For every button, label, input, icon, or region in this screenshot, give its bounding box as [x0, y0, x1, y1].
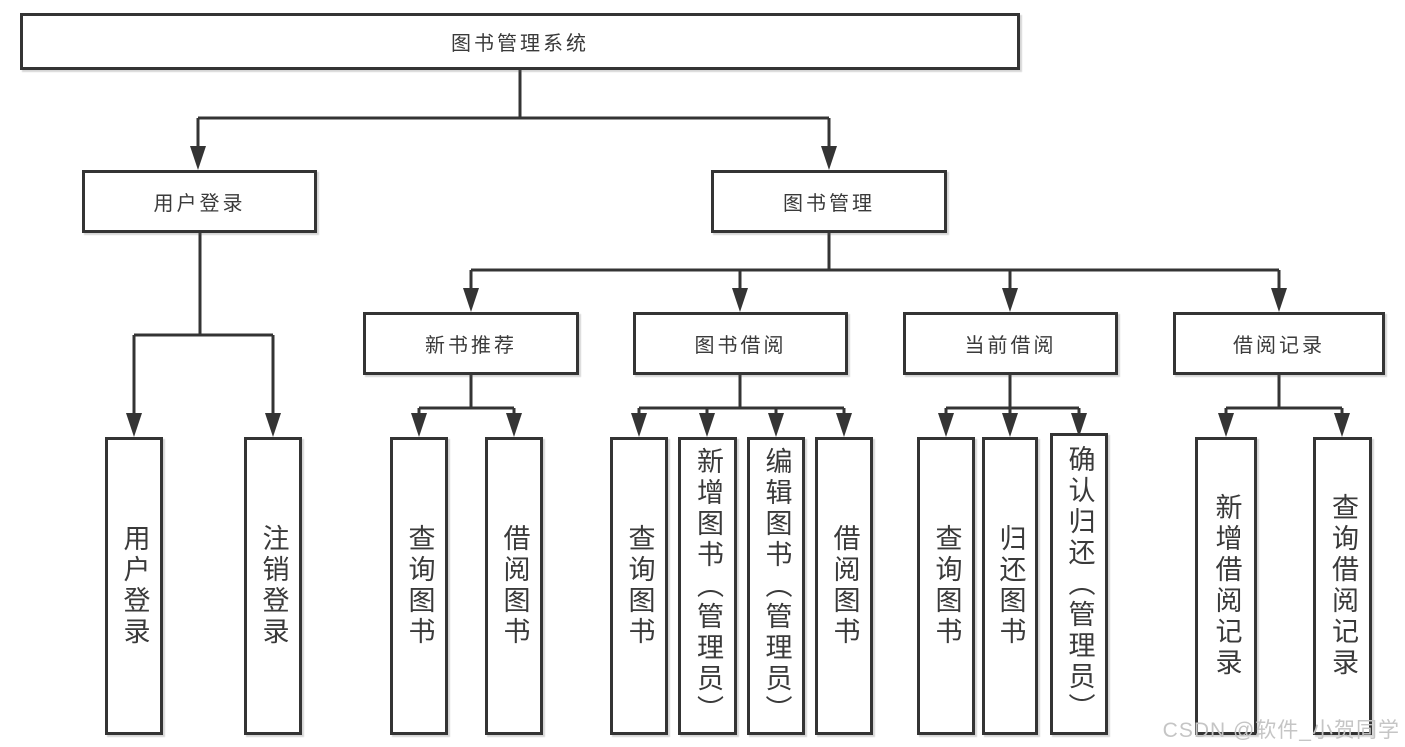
- node-borrow-records: 借阅记录: [1173, 312, 1385, 375]
- node-label: 图书管理: [783, 193, 875, 215]
- arrow-down-icon: [1334, 413, 1350, 437]
- node-label: 借阅图书: [499, 524, 530, 648]
- arrow-down-icon: [768, 413, 784, 437]
- node-label: 注销登录: [258, 524, 289, 648]
- leaf-query-books-current: 查询图书: [917, 437, 975, 735]
- arrow-down-icon: [631, 413, 647, 437]
- arrow-down-icon: [1071, 413, 1087, 437]
- node-label: 借阅图书: [829, 524, 860, 648]
- leaf-query-books-recommend: 查询图书: [390, 437, 448, 735]
- arrow-down-icon: [699, 413, 715, 437]
- node-label: 归还图书: [995, 524, 1026, 648]
- arrow-down-icon: [732, 288, 748, 312]
- arrow-down-icon: [836, 413, 852, 437]
- arrow-down-icon: [463, 288, 479, 312]
- node-label: 编辑图书（管理员）: [761, 446, 792, 726]
- csdn-watermark: CSDN @软件_小贺同学: [1162, 719, 1400, 742]
- leaf-add-borrow-record: 新增借阅记录: [1195, 437, 1257, 735]
- leaf-logout-login: 注销登录: [244, 437, 302, 735]
- node-label: 新书推荐: [425, 335, 517, 357]
- node-label: 新增图书（管理员）: [693, 446, 723, 726]
- connector-currentborrow-to-leaves: [944, 375, 1081, 419]
- node-label: 图书借阅: [694, 335, 787, 357]
- node-root-system: 图书管理系统: [20, 13, 1020, 70]
- node-label: 确认归还（管理员）: [1064, 444, 1095, 724]
- node-book-borrowing: 图书借阅: [633, 312, 848, 375]
- arrow-down-icon: [1271, 288, 1287, 312]
- leaf-borrow-books-recommend: 借阅图书: [485, 437, 543, 735]
- leaf-user-login: 用户登录: [105, 437, 163, 735]
- node-label: 查询借阅记录: [1328, 493, 1358, 679]
- connector-records-to-leaves: [1224, 375, 1344, 419]
- arrow-down-icon: [1002, 413, 1018, 437]
- leaf-return-books: 归还图书: [982, 437, 1038, 735]
- leaf-edit-books-admin: 编辑图书（管理员）: [747, 437, 805, 735]
- arrow-down-icon: [190, 146, 206, 170]
- connector-userlogin-to-leaves: [132, 233, 275, 419]
- arrow-down-icon: [1218, 413, 1234, 437]
- arrow-down-icon: [126, 413, 142, 437]
- node-new-book-recommend: 新书推荐: [363, 312, 579, 375]
- arrow-down-icon: [411, 413, 427, 437]
- connector-root-to-level1: [196, 70, 831, 152]
- node-label: 用户登录: [119, 524, 150, 648]
- node-label: 图书管理系统: [451, 33, 589, 55]
- leaf-query-books-borrowing: 查询图书: [610, 437, 668, 735]
- node-label: 查询图书: [624, 524, 655, 648]
- arrowheads: [126, 146, 1350, 437]
- leaf-borrow-books-borrowing: 借阅图书: [815, 437, 873, 735]
- node-current-borrowing: 当前借阅: [903, 312, 1118, 375]
- arrow-down-icon: [265, 413, 281, 437]
- node-label: 新增借阅记录: [1211, 493, 1242, 679]
- node-label: 当前借阅: [964, 335, 1057, 357]
- connector-bookborrow-to-leaves: [637, 375, 846, 419]
- leaf-confirm-return-admin: 确认归还（管理员）: [1050, 433, 1108, 735]
- leaf-query-borrow-record: 查询借阅记录: [1313, 437, 1372, 735]
- leaf-add-books-admin: 新增图书（管理员）: [678, 437, 737, 735]
- connector-bookmgmt-to-level2: [469, 233, 1281, 294]
- arrow-down-icon: [506, 413, 522, 437]
- node-label: 借阅记录: [1233, 335, 1325, 357]
- node-user-login: 用户登录: [82, 170, 317, 233]
- node-label: 查询图书: [931, 524, 962, 648]
- arrow-down-icon: [1002, 288, 1018, 312]
- node-label: 查询图书: [404, 524, 435, 648]
- connector-newbook-to-leaves: [417, 375, 516, 419]
- node-book-management: 图书管理: [711, 170, 947, 233]
- arrow-down-icon: [821, 146, 837, 170]
- arrow-down-icon: [938, 413, 954, 437]
- node-label: 用户登录: [153, 193, 246, 215]
